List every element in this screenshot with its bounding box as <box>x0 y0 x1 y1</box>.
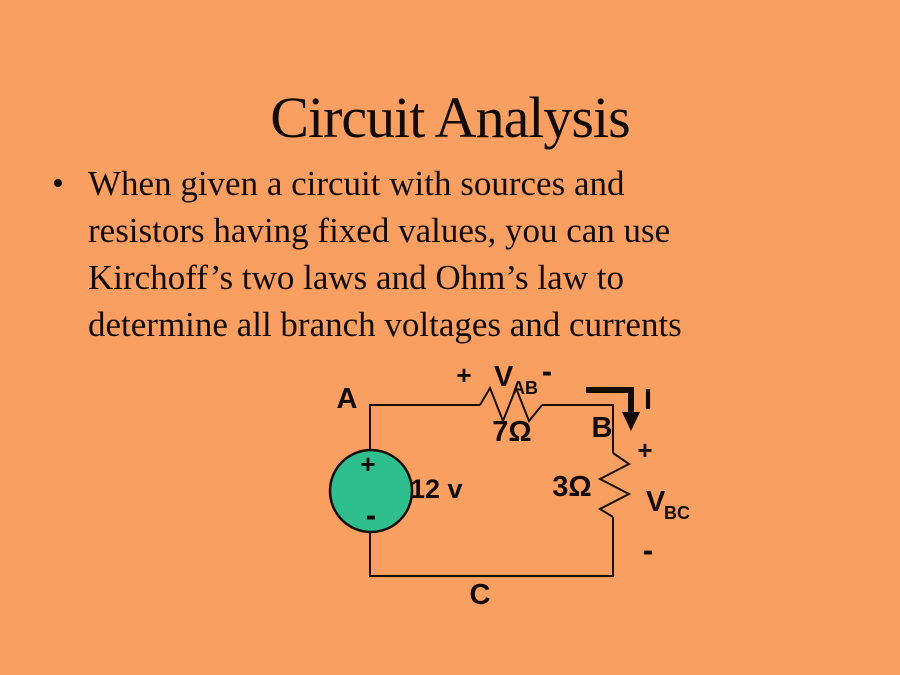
bullet-list: • When given a circuit with sources and … <box>52 160 752 348</box>
bullet-line: determine all branch voltages and curren… <box>88 305 682 344</box>
circuit-wires <box>369 385 632 577</box>
current-label: I <box>644 384 652 416</box>
vbc-subscript: BC <box>664 503 690 523</box>
vab-plus-sign: + <box>456 360 471 390</box>
resistor-3ohm-label: 3Ω <box>552 471 591 503</box>
bullet-text: When given a circuit with sources and re… <box>88 160 752 348</box>
voltage-source <box>328 448 414 534</box>
source-voltage-label: 12 v <box>410 474 463 504</box>
node-b-label: B <box>592 412 613 444</box>
source-plus-sign: + <box>360 449 375 479</box>
resistor-7ohm-label: 7Ω <box>492 416 531 448</box>
vbc-plus-sign: + <box>637 435 652 465</box>
current-arrow-icon <box>586 387 640 431</box>
vab-minus-sign: - <box>542 355 553 389</box>
node-c-label: C <box>470 579 491 611</box>
bullet-line: resistors having fixed values, you can u… <box>88 211 671 250</box>
bullet-line: When given a circuit with sources and <box>88 164 625 203</box>
slide-title: Circuit Analysis <box>270 85 630 150</box>
vab-label: V <box>494 361 514 393</box>
vab-subscript: AB <box>512 378 538 398</box>
circuit-diagram: A + V AB - 7Ω B I + 3Ω V BC - + - 12 v C <box>328 355 690 611</box>
resistor-7ohm-zigzag <box>479 385 543 424</box>
node-a-label: A <box>337 383 358 415</box>
vbc-label: V <box>646 486 666 518</box>
source-minus-sign: - <box>366 497 377 533</box>
wire-top-right <box>542 404 614 453</box>
bullet-item: • When given a circuit with sources and … <box>52 160 752 348</box>
wire-loop <box>369 404 614 577</box>
bullet-marker: • <box>52 165 64 202</box>
resistor-3ohm-zigzag <box>597 452 632 518</box>
bullet-line: Kirchoff’s two laws and Ohm’s law to <box>88 258 624 297</box>
vbc-minus-sign: - <box>643 532 654 568</box>
